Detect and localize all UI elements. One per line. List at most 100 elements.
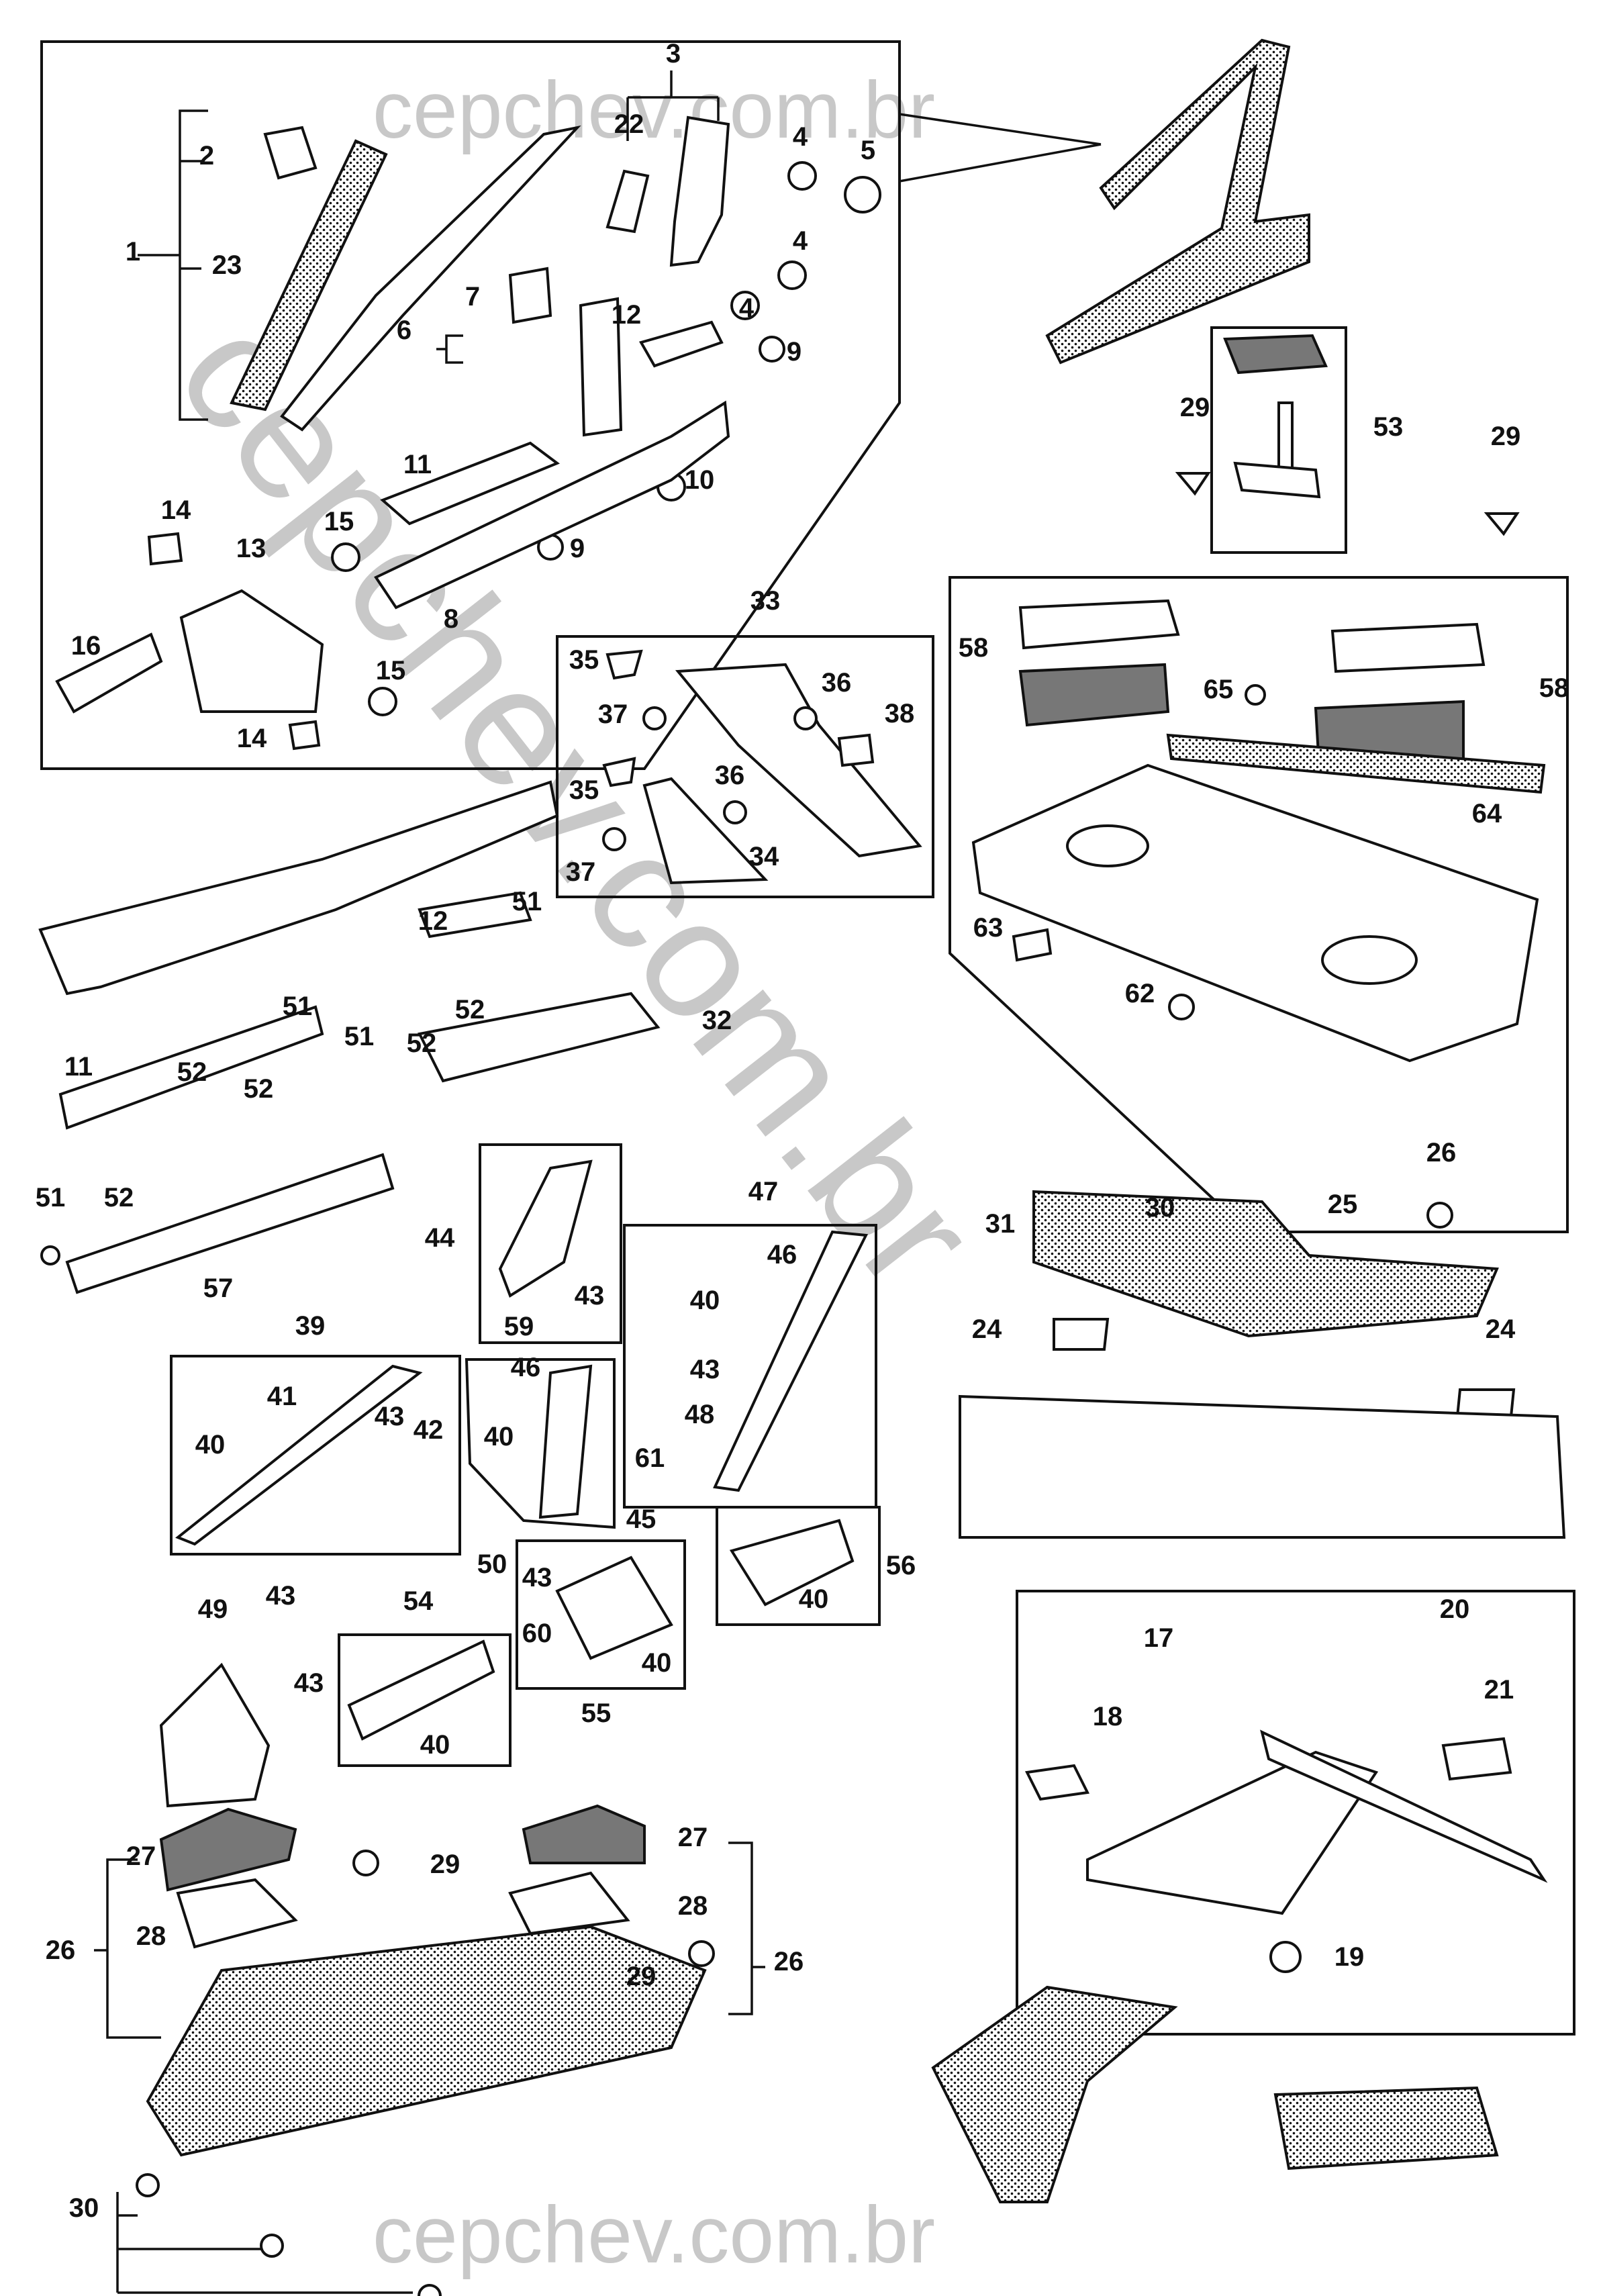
part-47-trim bbox=[713, 1230, 869, 1492]
view-windshield-pillar bbox=[899, 38, 1310, 365]
part-25-clip bbox=[1426, 1202, 1453, 1229]
callout-6: 6 bbox=[397, 316, 411, 345]
part-30-screw-b bbox=[260, 2234, 284, 2258]
part-9-screw-upper bbox=[759, 336, 785, 363]
part-55-bracket bbox=[555, 1556, 673, 1660]
callout-13: 13 bbox=[236, 534, 266, 563]
callout-33: 33 bbox=[750, 586, 781, 616]
callout-65: 65 bbox=[1204, 675, 1234, 704]
part-53-knob bbox=[1223, 334, 1328, 375]
part-15-screw-upper bbox=[331, 542, 360, 572]
part-4-screw-lower bbox=[730, 291, 760, 320]
callout-26-2: 26 bbox=[46, 1935, 76, 1965]
part-58-cover-left-upper bbox=[1018, 599, 1180, 650]
callout-46: 46 bbox=[511, 1353, 541, 1382]
callout-layer: 1234445678991011111212131414151516171819… bbox=[36, 39, 1569, 2223]
callout-24-2: 24 bbox=[1486, 1314, 1516, 1344]
part-22-cover bbox=[605, 169, 650, 234]
callout-44: 44 bbox=[425, 1223, 455, 1253]
part-4-screw-upper bbox=[787, 161, 817, 191]
bracket-30 bbox=[116, 2192, 413, 2294]
callout-43-3: 43 bbox=[375, 1402, 405, 1431]
part-31-trim bbox=[1032, 1190, 1499, 1338]
body-rear-deck-view bbox=[959, 1394, 1566, 1539]
part-26-rear-shelf-lower bbox=[146, 1925, 707, 2157]
callout-23: 23 bbox=[212, 250, 242, 280]
part-28-ring-right bbox=[508, 1871, 630, 1935]
body-rear-quarter-view bbox=[1273, 2086, 1499, 2170]
part-36-screw-upper bbox=[793, 706, 818, 730]
part-35-clip-upper bbox=[605, 649, 643, 680]
part-54-trim bbox=[347, 1639, 495, 1741]
group-33-quarter-trim bbox=[556, 635, 934, 898]
callout-27-2: 27 bbox=[678, 1823, 708, 1852]
callout-25: 25 bbox=[1328, 1190, 1358, 1219]
callout-4: 4 bbox=[793, 122, 808, 152]
callout-14: 14 bbox=[161, 495, 191, 525]
part-30-screw-a bbox=[136, 2173, 160, 2197]
callout-51-3: 51 bbox=[283, 992, 313, 1021]
callout-26: 26 bbox=[1426, 1138, 1457, 1167]
part-14-clip-lower bbox=[288, 720, 321, 751]
part-6-b-pillar-lower bbox=[579, 297, 623, 437]
panel-54-frame bbox=[338, 1633, 512, 1767]
callout-7: 7 bbox=[465, 282, 480, 312]
part-23-weatherstrip bbox=[230, 139, 388, 412]
bracket-6 bbox=[436, 334, 463, 364]
part-37-clip-lower bbox=[602, 827, 626, 851]
callout-29: 29 bbox=[1180, 393, 1210, 422]
body-pillar-section bbox=[1045, 38, 1310, 365]
callout-29-3: 29 bbox=[430, 1850, 460, 1879]
watermark-top: cepchev.com.br bbox=[373, 65, 935, 155]
part-3-trim bbox=[669, 115, 730, 267]
callout-9-2: 9 bbox=[570, 534, 585, 563]
part-a-pillar-trim bbox=[280, 125, 581, 432]
callout-21: 21 bbox=[1484, 1675, 1514, 1705]
callout-2: 2 bbox=[199, 141, 214, 171]
group-rear-shelf-left bbox=[94, 1804, 765, 2296]
callout-52-4: 52 bbox=[455, 995, 485, 1024]
speaker-hole-left bbox=[1066, 824, 1149, 867]
callout-58: 58 bbox=[959, 633, 989, 663]
group-31-shelf-trim bbox=[959, 1190, 1566, 1539]
part-35-clip-lower bbox=[602, 757, 636, 787]
callout-35: 35 bbox=[569, 645, 599, 675]
callout-27: 27 bbox=[126, 1841, 156, 1871]
callout-43: 43 bbox=[575, 1281, 605, 1310]
callout-11-2: 11 bbox=[64, 1052, 93, 1082]
part-28-ring-left bbox=[176, 1878, 298, 1949]
callout-59: 59 bbox=[504, 1312, 534, 1341]
part-49-trim bbox=[159, 1662, 271, 1808]
watermark-bottom: cepchev.com.br bbox=[373, 2190, 935, 2280]
callout-9: 9 bbox=[787, 337, 802, 367]
part-36-screw-lower bbox=[723, 800, 747, 824]
callout-53: 53 bbox=[1373, 412, 1404, 442]
part-24-pad-left bbox=[1053, 1318, 1110, 1351]
callout-40-5: 40 bbox=[420, 1730, 450, 1760]
part-58-cover-right-upper bbox=[1330, 622, 1486, 673]
callout-40: 40 bbox=[195, 1430, 226, 1460]
part-44-trim bbox=[498, 1159, 593, 1298]
part-33-trim-panel bbox=[675, 663, 922, 858]
callout-17: 17 bbox=[1144, 1623, 1174, 1653]
callout-35-2: 35 bbox=[569, 775, 599, 805]
panel-headliner-frame bbox=[1016, 1590, 1575, 2036]
callout-1: 1 bbox=[126, 237, 140, 267]
callout-55: 55 bbox=[581, 1699, 612, 1728]
callout-12-2: 12 bbox=[418, 906, 448, 936]
part-11-sill-plate bbox=[380, 441, 561, 526]
part-17-trim bbox=[1086, 1750, 1379, 1915]
callout-3: 3 bbox=[666, 39, 681, 68]
callout-36-2: 36 bbox=[715, 761, 745, 790]
callout-48: 48 bbox=[685, 1400, 715, 1429]
callout-40-2: 40 bbox=[690, 1286, 720, 1315]
callout-56: 56 bbox=[886, 1551, 916, 1580]
callout-58-2: 58 bbox=[1539, 673, 1569, 703]
part-65-clip bbox=[1245, 684, 1266, 706]
part-7-clip bbox=[508, 267, 552, 324]
part-11-sill-strip bbox=[58, 1005, 324, 1130]
callout-39: 39 bbox=[295, 1311, 326, 1341]
part-51-clip bbox=[40, 1245, 60, 1265]
part-14-clip-upper bbox=[147, 532, 183, 566]
part-62-pin bbox=[1168, 994, 1195, 1020]
